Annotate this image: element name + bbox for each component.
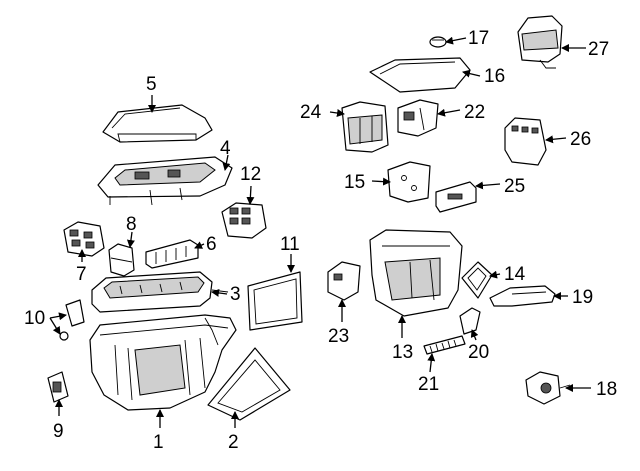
- part-20-elbow: [459, 307, 481, 335]
- callout-23: 23: [328, 326, 349, 347]
- part-3-junction-box: [91, 271, 229, 313]
- part-19-duct: [489, 285, 556, 307]
- part-6-fuse-strip: [145, 239, 199, 269]
- callout-11: 11: [280, 234, 300, 255]
- part-22-actuator: [397, 99, 439, 137]
- callout-24: 24: [300, 102, 322, 123]
- callout-6: 6: [206, 234, 217, 255]
- part-12-relay-block: [221, 202, 267, 239]
- part-2-gasket: [207, 347, 291, 421]
- callout-27: 27: [588, 39, 609, 60]
- part-18-sensor: [525, 371, 571, 405]
- callout-10: 10: [24, 308, 45, 329]
- callout-19: 19: [572, 287, 593, 308]
- callout-22: 22: [464, 102, 485, 123]
- callout-5: 5: [146, 74, 157, 95]
- callout-4: 4: [220, 138, 231, 159]
- callout-26: 26: [570, 129, 591, 150]
- part-26-control-module: [504, 117, 547, 166]
- callout-7: 7: [76, 264, 87, 285]
- part-5-cover-lid: [102, 104, 213, 143]
- part-11-filter-panel: [247, 271, 303, 331]
- callout-2: 2: [228, 432, 239, 453]
- callout-15: 15: [344, 172, 365, 193]
- callout-21: 21: [418, 374, 439, 395]
- part-10-clip: [59, 299, 85, 341]
- part-25-sensor-plate: [435, 181, 477, 213]
- callout-17: 17: [468, 28, 489, 49]
- callout-18: 18: [596, 379, 617, 400]
- part-24-damper-housing: [341, 101, 389, 153]
- part-1-main-housing: [89, 314, 237, 411]
- callout-leaders: [49, 36, 591, 428]
- part-14-seal: [461, 261, 493, 299]
- callout-3: 3: [230, 284, 241, 305]
- part-17-cap: [429, 36, 447, 48]
- part-8-small-relay: [108, 243, 135, 277]
- part-21-hose: [423, 335, 466, 355]
- part-13-blower-case: [369, 229, 463, 317]
- callout-13: 13: [392, 342, 413, 363]
- callout-9: 9: [53, 421, 64, 442]
- part-23-resistor: [327, 261, 361, 301]
- part-16-duct-cover: [369, 57, 471, 93]
- part-27-motor-unit: [517, 15, 563, 69]
- callout-16: 16: [484, 66, 505, 87]
- part-9-bracket: [47, 371, 69, 403]
- callout-14: 14: [504, 264, 526, 285]
- callout-8: 8: [126, 214, 137, 235]
- callout-12: 12: [240, 164, 261, 185]
- part-7-relay: [63, 221, 105, 257]
- callout-1: 1: [153, 432, 164, 453]
- callout-20: 20: [468, 342, 489, 363]
- part-15-bracket: [387, 161, 431, 203]
- part-4-upper-tray: [97, 156, 233, 206]
- callout-labels: 1 2 3 4 5 6 7 8 9 10 11 12 13 14 15 16 1…: [24, 28, 617, 453]
- callout-25: 25: [504, 176, 525, 197]
